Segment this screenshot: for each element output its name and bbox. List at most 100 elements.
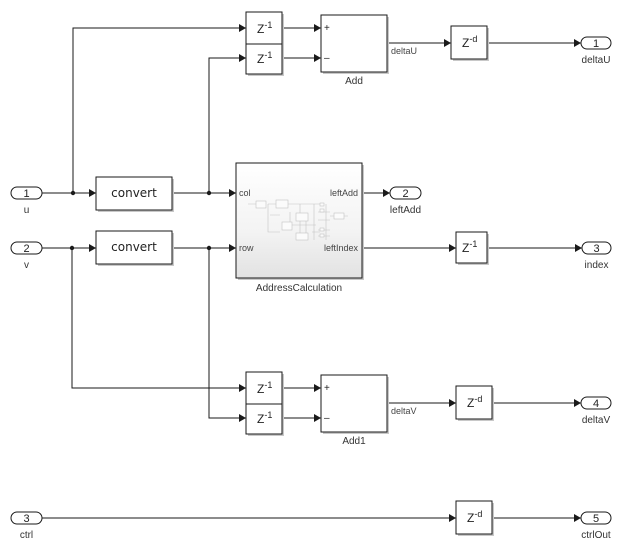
- variable-delay-shape[interactable]: [455, 385, 493, 420]
- arrowhead: [229, 244, 236, 252]
- inport-shape[interactable]: [10, 241, 43, 255]
- inport-u[interactable]: 1 u: [10, 186, 43, 216]
- outport-deltaV[interactable]: 4 deltaV: [580, 396, 612, 426]
- add-block[interactable]: + – Add: [320, 14, 389, 87]
- outport-shape[interactable]: [580, 36, 612, 50]
- outport-shape[interactable]: [389, 186, 422, 200]
- variable-delay-deltaV[interactable]: Z-d: [455, 385, 494, 421]
- variable-delay-label: Z-d: [467, 509, 482, 525]
- arrowhead: [574, 39, 581, 47]
- add-block-shape[interactable]: [320, 14, 388, 73]
- convert-block-1[interactable]: convert: [95, 176, 174, 212]
- arrowhead: [444, 39, 451, 47]
- unit-delay-shape[interactable]: [245, 371, 283, 405]
- arrowhead: [449, 244, 456, 252]
- outport-name: index: [585, 260, 609, 271]
- outport-name: deltaU: [582, 55, 611, 66]
- inport-shape[interactable]: [10, 186, 43, 200]
- arrowhead: [449, 514, 456, 522]
- inport-v[interactable]: 2 v: [10, 241, 43, 271]
- unit-delay-shape[interactable]: [245, 43, 283, 75]
- unit-delay-1[interactable]: Z-1: [245, 11, 284, 46]
- outport-number: 3: [593, 243, 599, 255]
- arrowhead: [229, 189, 236, 197]
- inport-ctrl[interactable]: 3 ctrl: [10, 511, 43, 541]
- branch-point: [206, 245, 212, 251]
- add1-block[interactable]: + – Add1: [320, 374, 389, 447]
- inport-name: u: [24, 205, 30, 216]
- unit-delay-2[interactable]: Z-1: [245, 43, 284, 76]
- unit-delay-label: Z-1: [257, 50, 272, 66]
- arrowhead: [89, 244, 96, 252]
- convert-label: convert: [111, 186, 157, 200]
- convert-label: convert: [111, 240, 157, 254]
- arrowhead: [239, 54, 246, 62]
- unit-delay-label: Z-1: [257, 20, 272, 36]
- add-plus-sign: +: [324, 23, 330, 34]
- arrowhead: [574, 514, 581, 522]
- arrowhead: [239, 414, 246, 422]
- unit-delay-shape[interactable]: [455, 231, 488, 264]
- branch-point: [70, 190, 76, 196]
- unit-delay-4[interactable]: Z-1: [245, 403, 284, 436]
- address-calculation-subsystem[interactable]: col row leftAdd leftIndex AddressCalcula…: [235, 162, 364, 294]
- outport-shape[interactable]: [580, 511, 612, 525]
- subsystem-name: AddressCalculation: [256, 283, 342, 294]
- arrowhead: [239, 24, 246, 32]
- arrowhead: [89, 189, 96, 197]
- unit-delay-index[interactable]: Z-1: [455, 231, 489, 265]
- variable-delay-shape[interactable]: [455, 500, 493, 535]
- outport-ctrlOut[interactable]: 5 ctrlOut: [580, 511, 612, 541]
- arrowhead: [314, 54, 321, 62]
- unit-delay-shape[interactable]: [245, 11, 283, 45]
- unit-delay-3[interactable]: Z-1: [245, 371, 284, 406]
- convert-block-2[interactable]: convert: [95, 230, 174, 266]
- convert-block-shape[interactable]: [95, 230, 173, 265]
- arrowhead: [314, 24, 321, 32]
- arrowhead: [314, 414, 321, 422]
- unit-delay-label: Z-1: [257, 410, 272, 426]
- arrowhead: [574, 399, 581, 407]
- wire-v-to-delay-3[interactable]: [71, 248, 246, 389]
- outport-name: deltaV: [582, 415, 611, 426]
- convert-block-shape[interactable]: [95, 176, 173, 211]
- outport-number: 2: [402, 188, 408, 200]
- arrowhead: [314, 384, 321, 392]
- outport-deltaU[interactable]: 1 deltaU: [580, 36, 612, 66]
- outport-number: 5: [593, 513, 599, 525]
- subsystem-preview: [248, 199, 348, 241]
- wire-u-to-delay-top[interactable]: [72, 27, 246, 193]
- unit-delay-shape[interactable]: [245, 403, 283, 435]
- branch-point: [206, 190, 212, 196]
- signal-label-deltaU: deltaU: [391, 46, 417, 56]
- add-minus-sign: –: [324, 53, 330, 64]
- arrowhead: [383, 189, 390, 197]
- unit-delay-label: Z-1: [462, 239, 477, 255]
- add1-block-shape[interactable]: [320, 374, 388, 433]
- add-block-name: Add: [345, 76, 363, 87]
- outport-leftAdd[interactable]: 2 leftAdd: [389, 186, 422, 216]
- inport-shape[interactable]: [10, 511, 43, 525]
- outport-index[interactable]: 3 index: [581, 241, 612, 271]
- variable-delay-deltaU[interactable]: Z-d: [450, 25, 489, 61]
- variable-delay-label: Z-d: [467, 394, 482, 410]
- signal-lines: [42, 27, 582, 519]
- variable-delay-shape[interactable]: [450, 25, 488, 60]
- arrowheads: [89, 24, 582, 522]
- add1-plus-sign: +: [324, 383, 330, 394]
- variable-delay-label: Z-d: [462, 34, 477, 50]
- variable-delay-ctrl[interactable]: Z-d: [455, 500, 494, 536]
- outport-number: 1: [593, 38, 599, 50]
- inport-name: ctrl: [20, 530, 33, 541]
- signal-label-deltaV: deltaV: [391, 406, 417, 416]
- wire-convert-to-delay-2[interactable]: [208, 57, 246, 193]
- inport-number: 3: [23, 513, 29, 525]
- inport-number: 2: [23, 243, 29, 255]
- outport-name: ctrlOut: [581, 530, 611, 541]
- subsystem-output-leftIndex: leftIndex: [324, 243, 359, 253]
- wire-convert-to-delay-4[interactable]: [208, 248, 246, 419]
- outport-shape[interactable]: [580, 396, 612, 410]
- outport-name: leftAdd: [390, 205, 421, 216]
- arrowhead: [449, 399, 456, 407]
- outport-shape[interactable]: [581, 241, 612, 255]
